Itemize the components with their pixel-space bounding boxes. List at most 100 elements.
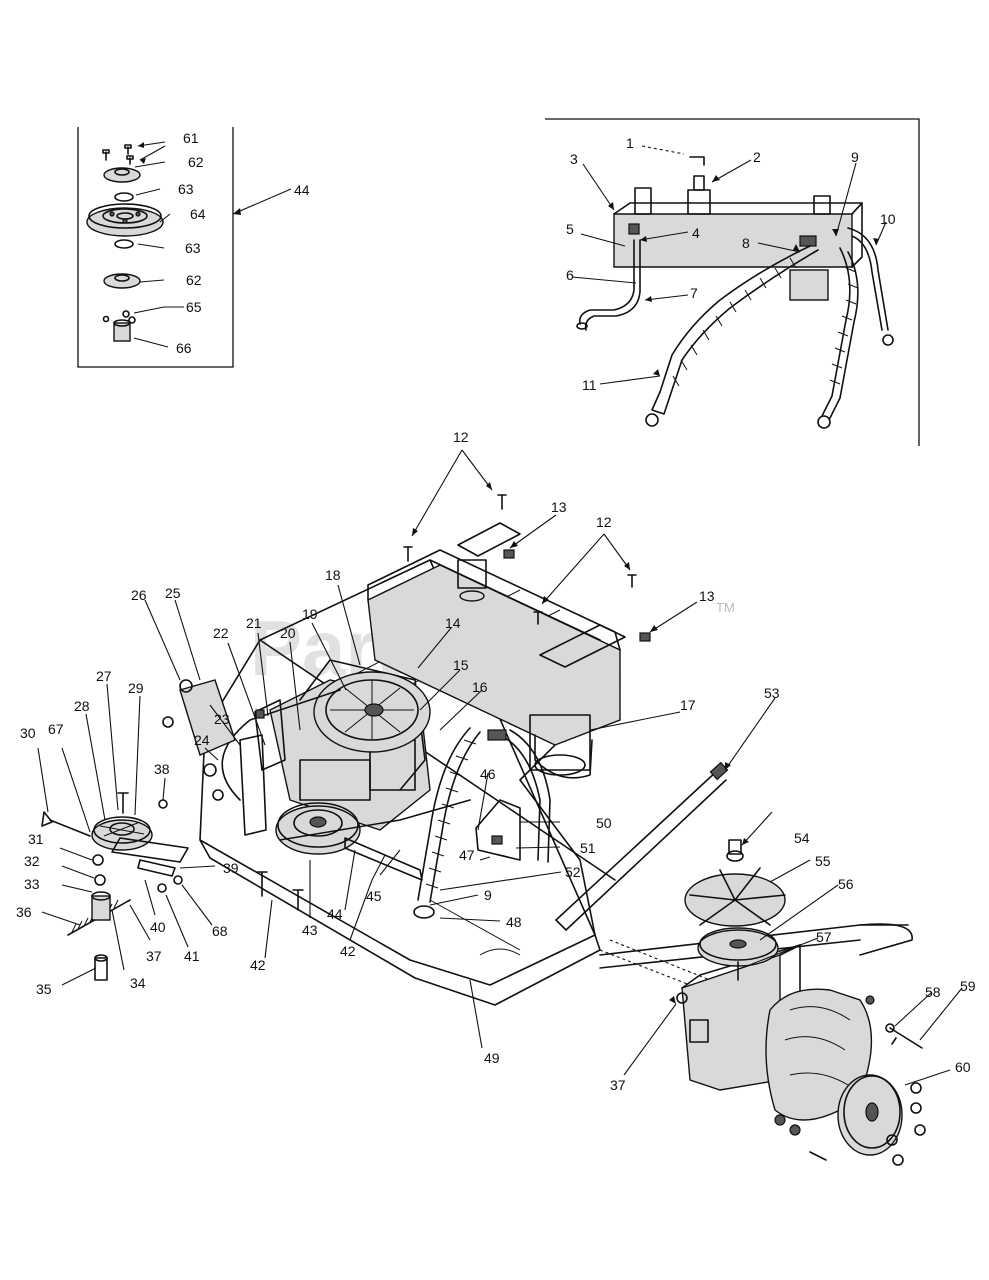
nut-65 [102, 310, 136, 324]
callout-13: 13 [551, 499, 567, 515]
callout-64: 64 [190, 206, 206, 222]
callout-38: 38 [154, 761, 170, 777]
callout-58: 58 [925, 984, 941, 1000]
callout-3: 3 [570, 151, 578, 167]
vent-tube-10 [847, 227, 889, 331]
cap-1 [689, 156, 705, 166]
callout-6: 6 [566, 267, 574, 283]
callout-15: 15 [453, 657, 469, 673]
callout-67: 67 [48, 721, 64, 737]
callout-52: 52 [565, 864, 581, 880]
bolt-59 [889, 1027, 923, 1049]
fuel-tank-17 [367, 549, 621, 779]
inset-idler-pulley-assembly [77, 127, 234, 368]
callout-63: 63 [185, 240, 201, 256]
callout-42: 42 [340, 943, 356, 959]
washer-58 [885, 1023, 895, 1033]
washer-37-right [676, 992, 688, 1004]
callout-25: 25 [165, 585, 181, 601]
callout-53: 53 [764, 685, 780, 701]
bracket-2 [693, 175, 705, 191]
callout-29: 29 [128, 680, 144, 696]
callout-18: 18 [325, 567, 341, 583]
callout-50: 50 [596, 815, 612, 831]
mounting-plate-25 [162, 679, 236, 756]
valve-8 [799, 235, 817, 247]
bracket-21-24 [203, 699, 286, 836]
callout-11: 11 [582, 377, 597, 393]
callout-30: 30 [20, 725, 36, 741]
hub-60 [837, 1074, 926, 1166]
callout-60: 60 [955, 1059, 971, 1075]
callout-26: 26 [131, 587, 147, 603]
callout-62: 62 [186, 272, 202, 288]
bolt-35 [94, 954, 108, 981]
callout-54: 54 [794, 830, 810, 846]
nut-31 [92, 854, 104, 866]
callout-57: 57 [816, 929, 832, 945]
idler-pulley-29 [91, 816, 153, 851]
fuel-tank-3 [613, 187, 863, 268]
callout-42: 42 [250, 957, 266, 973]
callout-48: 48 [506, 914, 522, 930]
callout-47: 47 [459, 847, 475, 863]
clip-30 [41, 811, 53, 827]
callout-14: 14 [445, 615, 461, 631]
bracket-13 [457, 522, 651, 668]
filter-housing [789, 269, 829, 301]
bracket-46-47 [475, 799, 521, 861]
bearing-63-lower [114, 239, 134, 249]
callout-12: 12 [453, 429, 469, 445]
callout-56: 56 [838, 876, 854, 892]
callout-62: 62 [188, 154, 204, 170]
callout-13: 13 [699, 588, 715, 604]
callout-68: 68 [212, 923, 228, 939]
fuel-line-7 [578, 239, 635, 325]
callout-61: 61 [183, 130, 199, 146]
callout-33: 33 [24, 876, 40, 892]
spring-39 [137, 859, 176, 877]
callout-43: 43 [302, 922, 318, 938]
spacer-66 [113, 319, 131, 342]
fitting-4 [628, 223, 640, 235]
callout-8: 8 [742, 235, 750, 251]
callout-20: 20 [280, 625, 296, 641]
callout-17: 17 [680, 697, 696, 713]
nut-41 [157, 883, 167, 893]
callout-16: 16 [472, 679, 488, 695]
washer-32 [94, 874, 106, 886]
callout-36: 36 [16, 904, 32, 920]
callout-34: 34 [130, 975, 146, 991]
callout-49: 49 [484, 1050, 500, 1066]
engine [269, 659, 431, 831]
callout-5: 5 [566, 221, 574, 237]
support-45 [344, 837, 423, 881]
fuel-hose-main [413, 727, 551, 919]
callout-46: 46 [480, 766, 496, 782]
callout-23: 23 [214, 711, 230, 727]
callout-51: 51 [580, 840, 596, 856]
callout-1: 1 [626, 135, 634, 151]
callout-2: 2 [753, 149, 761, 165]
callout-22: 22 [213, 625, 229, 641]
callout-4: 4 [692, 225, 700, 241]
pulley-56 [697, 927, 779, 967]
callout-9: 9 [851, 149, 859, 165]
cooling-fan-55 [684, 867, 786, 927]
nut-54 [726, 839, 744, 862]
callout-37: 37 [146, 948, 162, 964]
callout-7: 7 [690, 285, 698, 301]
callout-32: 32 [24, 853, 40, 869]
callout-45: 45 [366, 888, 382, 904]
bolt-12 [403, 494, 637, 625]
bolt-lower [809, 1151, 827, 1161]
pulley-64 [86, 203, 164, 237]
washer-68 [173, 875, 183, 885]
bolt-27 [117, 792, 129, 814]
callout-10: 10 [880, 211, 896, 227]
callout-35: 35 [36, 981, 52, 997]
rod-67 [49, 819, 91, 837]
idler-arm [111, 837, 189, 863]
bearing-63-upper [114, 192, 134, 202]
